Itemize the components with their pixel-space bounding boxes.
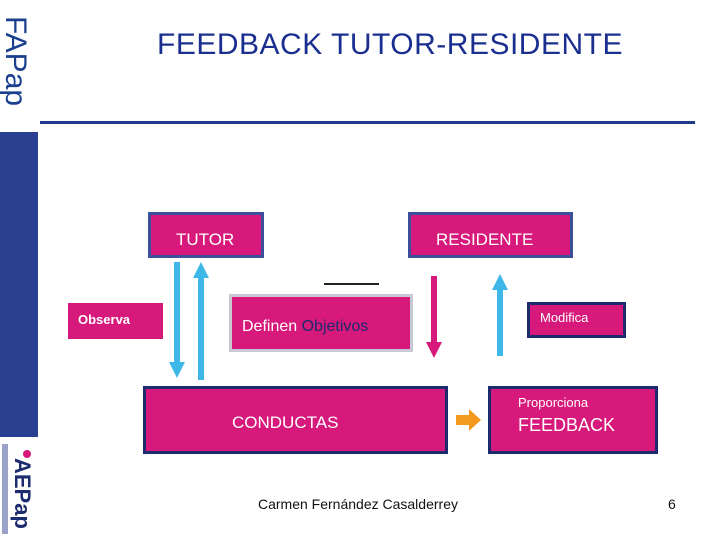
connector-line xyxy=(324,283,379,285)
sidebar-top xyxy=(0,0,38,132)
modifica-box: Modifica xyxy=(527,302,626,338)
title-divider xyxy=(40,121,695,124)
objetivos-word: Objetivos xyxy=(301,318,369,335)
page-number: 6 xyxy=(668,496,676,512)
feedback-box: Proporciona FEEDBACK xyxy=(488,386,658,454)
conductas-label: CONDUCTAS xyxy=(232,413,339,432)
arrow-down-residente xyxy=(426,276,442,358)
aepap-logo-text: AEPap xyxy=(10,458,35,529)
aepap-logo: AEPap xyxy=(2,444,35,534)
fapap-logo-text: FAPap xyxy=(0,16,32,106)
modifica-label: Modifica xyxy=(540,310,589,325)
arrow-up-to-residente xyxy=(492,274,508,356)
observa-box: Observa xyxy=(68,303,163,339)
residente-label: RESIDENTE xyxy=(436,230,534,249)
sidebar-band xyxy=(0,132,38,437)
arrow-up-to-tutor xyxy=(193,262,209,380)
proporciona-label: Proporciona xyxy=(518,395,589,410)
fapap-logo: FAPap xyxy=(0,16,32,106)
definen-objetivos-label: Definen Objetivos xyxy=(242,318,368,336)
arrow-down-tutor-conductas xyxy=(169,262,185,378)
observa-label: Observa xyxy=(78,312,131,327)
page-title: FEEDBACK TUTOR-RESIDENTE xyxy=(157,28,623,61)
tutor-box: TUTOR xyxy=(148,212,264,258)
sidebar: FAPap AEPap xyxy=(0,0,38,540)
residente-box: RESIDENTE xyxy=(408,212,573,258)
definen-word: Definen xyxy=(242,318,298,335)
conductas-box: CONDUCTAS xyxy=(143,386,448,454)
arrow-right-to-feedback xyxy=(456,409,481,431)
definen-objetivos-box: Definen Objetivos xyxy=(229,294,413,352)
feedback-label: FEEDBACK xyxy=(518,415,616,435)
footer-author: Carmen Fernández Casalderrey xyxy=(258,496,458,512)
tutor-label: TUTOR xyxy=(176,230,235,249)
